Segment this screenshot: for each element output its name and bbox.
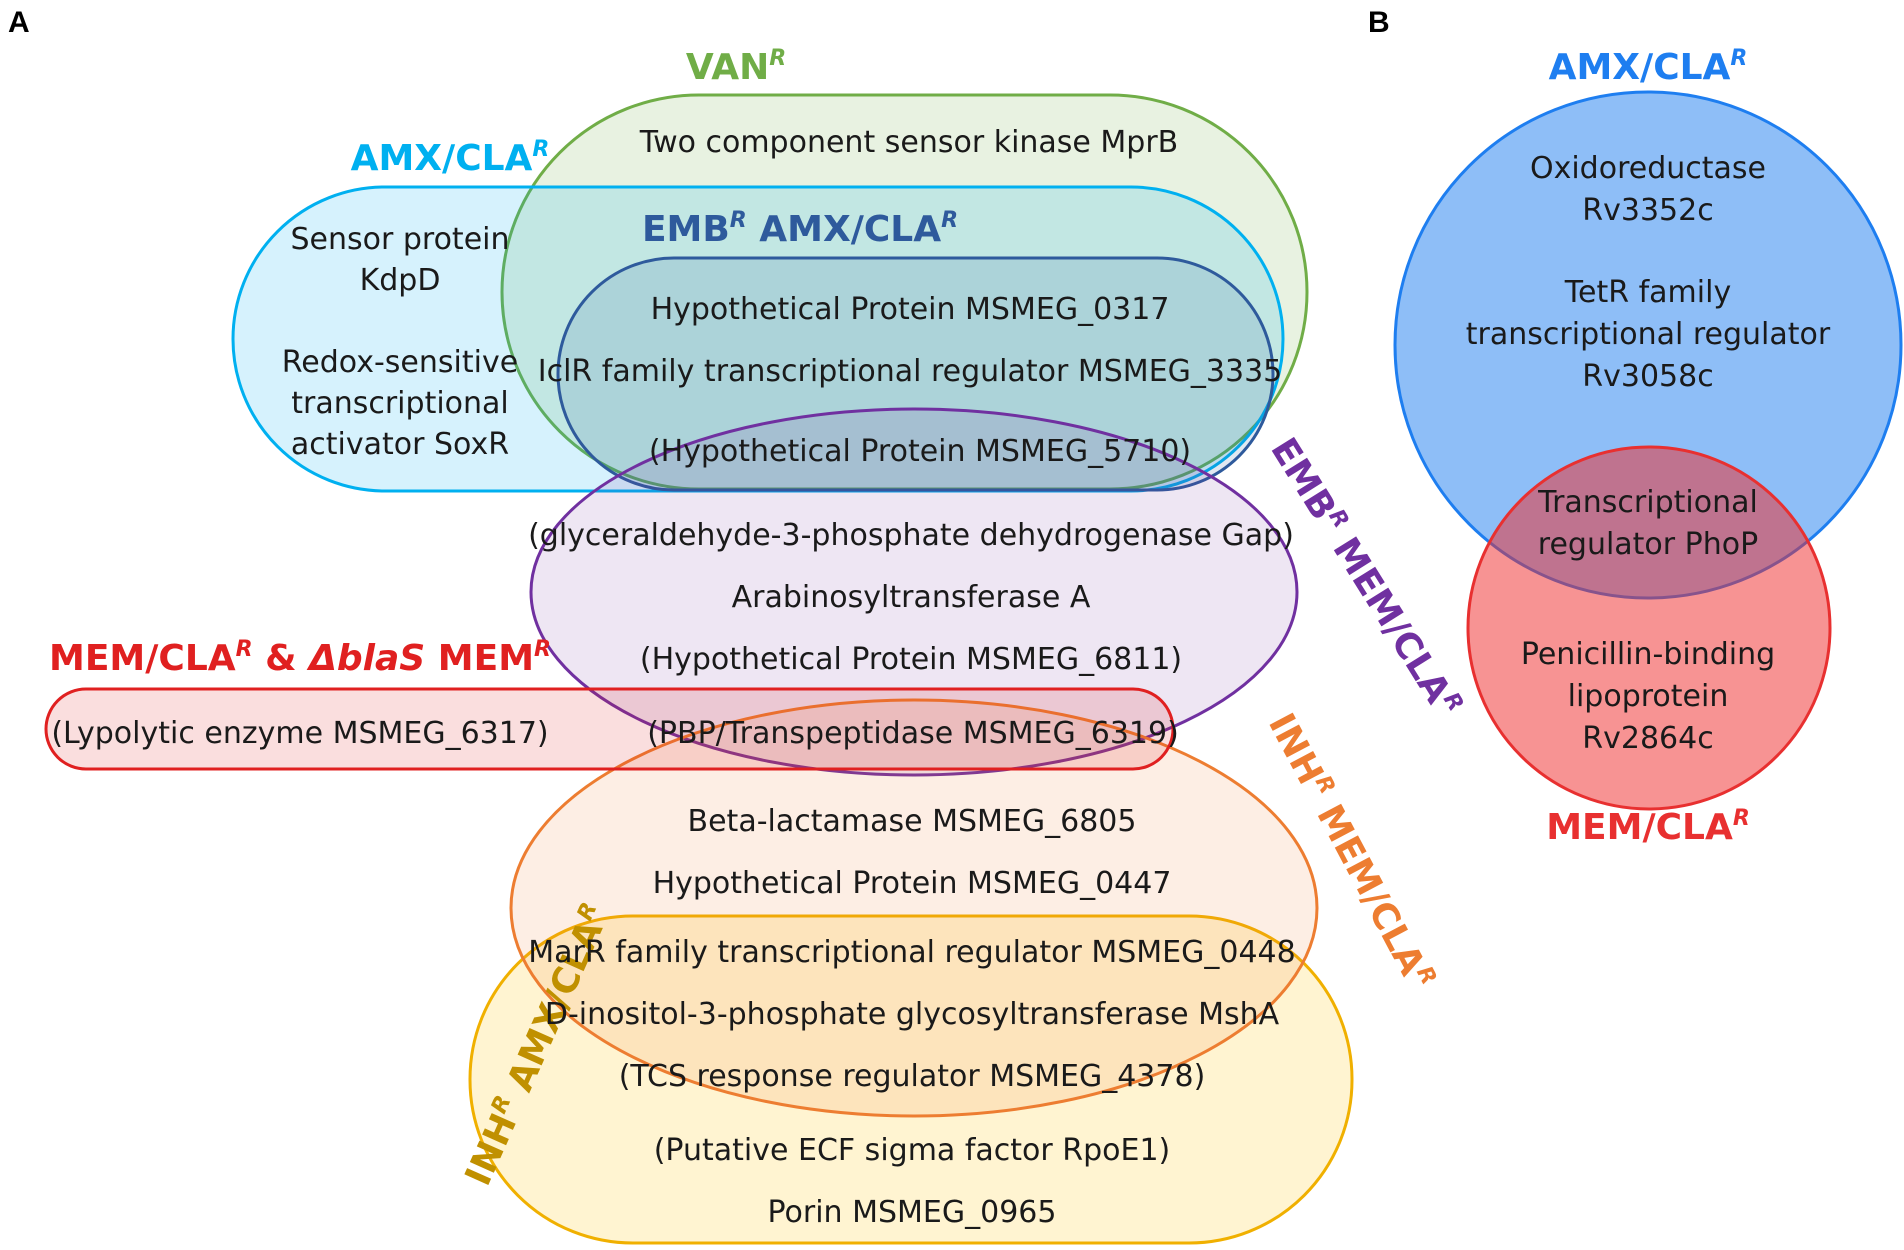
set-inh-mem-shape xyxy=(509,698,1319,1118)
gene-rpoe1: (Putative ECF sigma factor RpoE1) xyxy=(654,1133,1171,1168)
gene-msmeg-3335: IclR family transcriptional regulator MS… xyxy=(538,354,1283,389)
gene-b-oxidoreductase-line1: Oxidoreductase xyxy=(1530,151,1766,186)
panel-label-b: B xyxy=(1368,6,1390,39)
set-label-b-amx: AMX/CLAR xyxy=(1549,46,1748,88)
gene-kdpd-line2: KdpD xyxy=(360,263,441,298)
gene-msmeg-6317: (Lypolytic enzyme MSMEG_6317) xyxy=(51,716,548,751)
gene-mprb: Two component sensor kinase MprB xyxy=(639,125,1179,160)
gene-soxr-line2: transcriptional xyxy=(291,386,509,421)
gene-soxr-line3: activator SoxR xyxy=(291,427,509,462)
gene-msmeg-6319: (PBP/Transpeptidase MSMEG_6319) xyxy=(647,716,1179,751)
set-mem-bla-shape xyxy=(44,687,1175,771)
set-inh-amx-shape xyxy=(468,914,1354,1245)
set-label-mem-bla: MEM/CLAR & ΔblaS MEMR xyxy=(49,637,551,679)
gene-msha: D-inositol-3-phosphate glycosyltransfera… xyxy=(545,997,1280,1032)
gene-b-pbp-line1: Penicillin-binding xyxy=(1521,637,1775,672)
gene-b-pbp-line3: Rv2864c xyxy=(1582,721,1713,756)
gene-porin: Porin MSMEG_0965 xyxy=(768,1195,1057,1230)
gene-b-pbp-line2: lipoprotein xyxy=(1568,679,1729,714)
gene-msmeg-6811: (Hypothetical Protein MSMEG_6811) xyxy=(640,642,1182,677)
gene-kdpd-line1: Sensor protein xyxy=(290,222,509,257)
gene-msmeg-0317: Hypothetical Protein MSMEG_0317 xyxy=(651,292,1170,327)
set-emb-mem-shape xyxy=(529,407,1299,777)
panel-label-a: A xyxy=(8,6,30,39)
gene-soxr-line1: Redox-sensitive xyxy=(282,345,518,380)
gene-b-tetr-line2: transcriptional regulator xyxy=(1466,317,1831,352)
set-label-emb-amx: EMBR AMX/CLAR xyxy=(642,208,958,250)
gene-msmeg-5710: (Hypothetical Protein MSMEG_5710) xyxy=(649,434,1191,469)
set-label-b-mem: MEM/CLAR xyxy=(1546,806,1750,848)
gene-msmeg-0448: MarR family transcriptional regulator MS… xyxy=(528,935,1295,970)
gene-msmeg-0447: Hypothetical Protein MSMEG_0447 xyxy=(653,866,1172,901)
gene-b-tetr-line3: Rv3058c xyxy=(1582,359,1713,394)
gene-arabinosyltransferase: Arabinosyltransferase A xyxy=(732,580,1091,615)
gene-b-phop-line1: Transcriptional xyxy=(1537,485,1758,520)
gene-b-phop-line2: regulator PhoP xyxy=(1538,527,1758,562)
gene-msmeg-4378: (TCS response regulator MSMEG_4378) xyxy=(619,1059,1206,1094)
set-label-van: VANR xyxy=(686,46,786,88)
gene-b-oxidoreductase-line2: Rv3352c xyxy=(1582,193,1713,228)
set-b-mem-shape xyxy=(1466,445,1832,811)
gene-b-tetr-line1: TetR family xyxy=(1564,275,1731,310)
gene-gap: (glyceraldehyde-3-phosphate dehydrogenas… xyxy=(528,518,1294,553)
gene-msmeg-6805: Beta-lactamase MSMEG_6805 xyxy=(688,804,1137,839)
set-label-amx: AMX/CLAR xyxy=(351,137,550,179)
